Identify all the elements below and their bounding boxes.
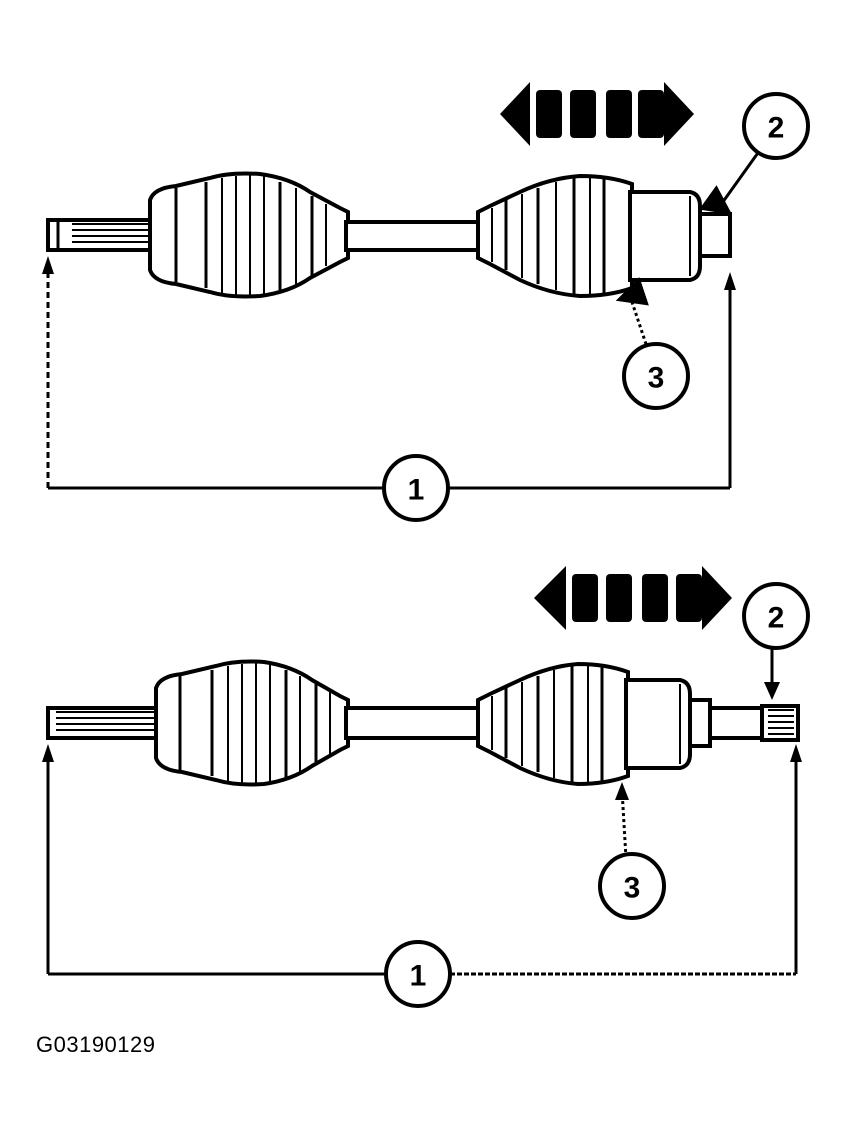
- top-length-dimension: [42, 256, 736, 490]
- figure-code: G03190129: [36, 1032, 156, 1057]
- top-callout-fitting: 2: [742, 92, 810, 160]
- bottom-callout-boot-label: 3: [624, 872, 641, 905]
- top-left-spline-stub: [46, 218, 156, 252]
- bottom-callout-length-label: 1: [410, 960, 427, 993]
- top-callout-fitting-label: 2: [768, 112, 785, 145]
- bottom-length-dimension: [42, 744, 802, 976]
- bottom-joint-housing: [624, 678, 800, 770]
- top-left-cv-boot: [148, 171, 350, 299]
- bottom-callout-fitting: 2: [742, 582, 810, 650]
- top-callout-boot-label: 3: [648, 362, 665, 395]
- bottom-callout-length: 1: [384, 940, 452, 1008]
- top-joint-housing: [628, 190, 732, 282]
- bottom-callout-boot: 3: [598, 852, 666, 920]
- bottom-callout-fitting-label: 2: [768, 602, 785, 635]
- bottom-direction-arrow: [534, 566, 732, 630]
- top-callout-boot: 3: [622, 342, 690, 410]
- top-callout-length: 1: [382, 454, 450, 522]
- bottom-left-spline-stub: [46, 706, 160, 740]
- bottom-left-cv-boot: [154, 659, 350, 787]
- bottom-right-cv-boot: [476, 661, 630, 787]
- top-direction-arrow: [500, 82, 694, 146]
- top-callout-length-label: 1: [408, 474, 425, 507]
- top-shaft-bar: [344, 220, 484, 252]
- bottom-shaft-assembly: [42, 566, 802, 976]
- top-shaft-assembly: [42, 82, 762, 490]
- bottom-shaft-bar: [344, 706, 482, 740]
- top-right-cv-boot: [476, 173, 634, 299]
